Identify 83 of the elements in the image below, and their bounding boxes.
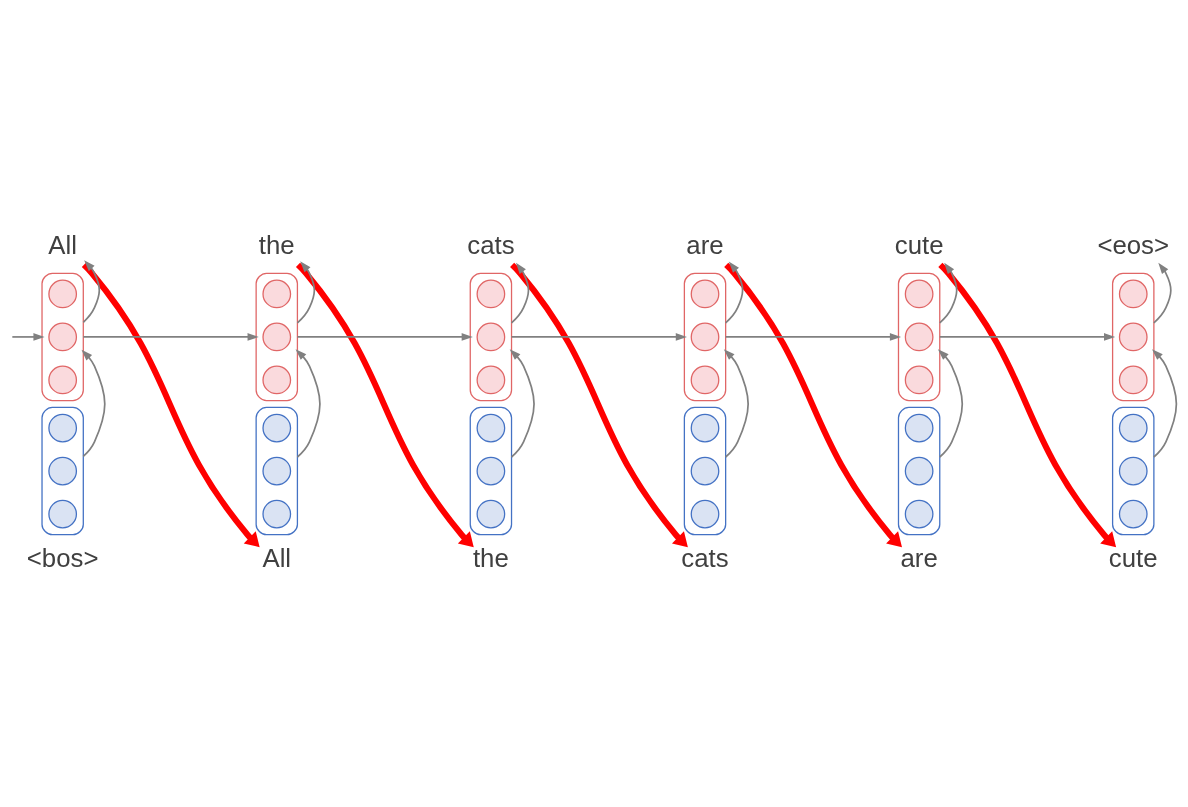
cluster (255, 406, 299, 535)
node-circle (1118, 413, 1148, 442)
node-circle (476, 322, 506, 351)
node-circle (48, 499, 78, 528)
node-circle (1118, 499, 1148, 528)
node-text: All (48, 230, 77, 259)
node-circle (48, 365, 78, 394)
node-text: cats (467, 230, 515, 259)
node-circle (690, 365, 720, 394)
node-circle (690, 322, 720, 351)
node-text: are (900, 543, 938, 572)
node-circle (1118, 365, 1148, 394)
cluster (1111, 272, 1155, 401)
node-circle (476, 456, 506, 485)
node-circle (262, 365, 292, 394)
arrow (1152, 348, 1178, 458)
cluster (41, 406, 84, 535)
node-text: <bos> (26, 543, 99, 572)
node-circle (690, 279, 720, 308)
arrow (510, 332, 687, 341)
cluster (897, 272, 941, 401)
cluster (469, 272, 513, 401)
node-text: the (258, 230, 295, 259)
arrow (82, 259, 101, 323)
cluster (469, 406, 513, 535)
node-circle (262, 413, 292, 442)
node-circle (690, 499, 720, 528)
arrow (938, 262, 1117, 547)
node-circle (904, 456, 934, 485)
node-text: cute (894, 230, 944, 259)
node-text: cute (1108, 543, 1158, 572)
arrow (295, 262, 474, 547)
node-circle (476, 279, 506, 308)
cluster (683, 272, 727, 401)
arrow (510, 262, 530, 324)
node-circle (262, 456, 292, 485)
node-circle (262, 322, 292, 351)
arrow (296, 332, 473, 341)
node-text: cats (681, 543, 729, 572)
node-circle (262, 499, 292, 528)
cluster (683, 406, 727, 535)
node-circle (262, 279, 292, 308)
arrow (724, 262, 902, 547)
arrow (1153, 262, 1172, 324)
node-circle (690, 456, 720, 485)
cluster (255, 272, 299, 401)
arrow (938, 262, 958, 324)
node-circle (476, 413, 506, 442)
arrow (724, 332, 902, 341)
arrow (938, 332, 1116, 341)
node-circle (48, 322, 78, 351)
node-circle (904, 279, 934, 308)
node-text: <eos> (1097, 230, 1170, 259)
arrow (11, 332, 45, 341)
arrow (82, 332, 259, 341)
node-circle (904, 365, 934, 394)
cluster (41, 272, 84, 401)
node-text: the (472, 543, 509, 572)
node-text: are (686, 230, 724, 259)
arrow (724, 261, 744, 324)
node-circle (690, 413, 720, 442)
node-circle (904, 413, 934, 442)
cluster (1111, 406, 1155, 535)
arrow (723, 348, 749, 458)
arrow (937, 348, 964, 458)
arrow (510, 262, 688, 547)
node-circle (1118, 456, 1148, 485)
cluster (897, 406, 941, 535)
node-circle (476, 499, 506, 528)
node-circle (48, 456, 78, 485)
node-circle (476, 365, 506, 394)
node-text: All (262, 543, 292, 572)
arrow (295, 348, 321, 458)
node-circle (48, 413, 78, 442)
node-circle (904, 499, 934, 528)
node-circle (1118, 322, 1148, 351)
arrow (296, 260, 316, 324)
arrow (81, 262, 260, 547)
node-circle (904, 322, 934, 351)
arrow (81, 349, 106, 457)
node-circle (1118, 279, 1148, 308)
arrow (509, 348, 535, 458)
node-circle (48, 279, 78, 308)
